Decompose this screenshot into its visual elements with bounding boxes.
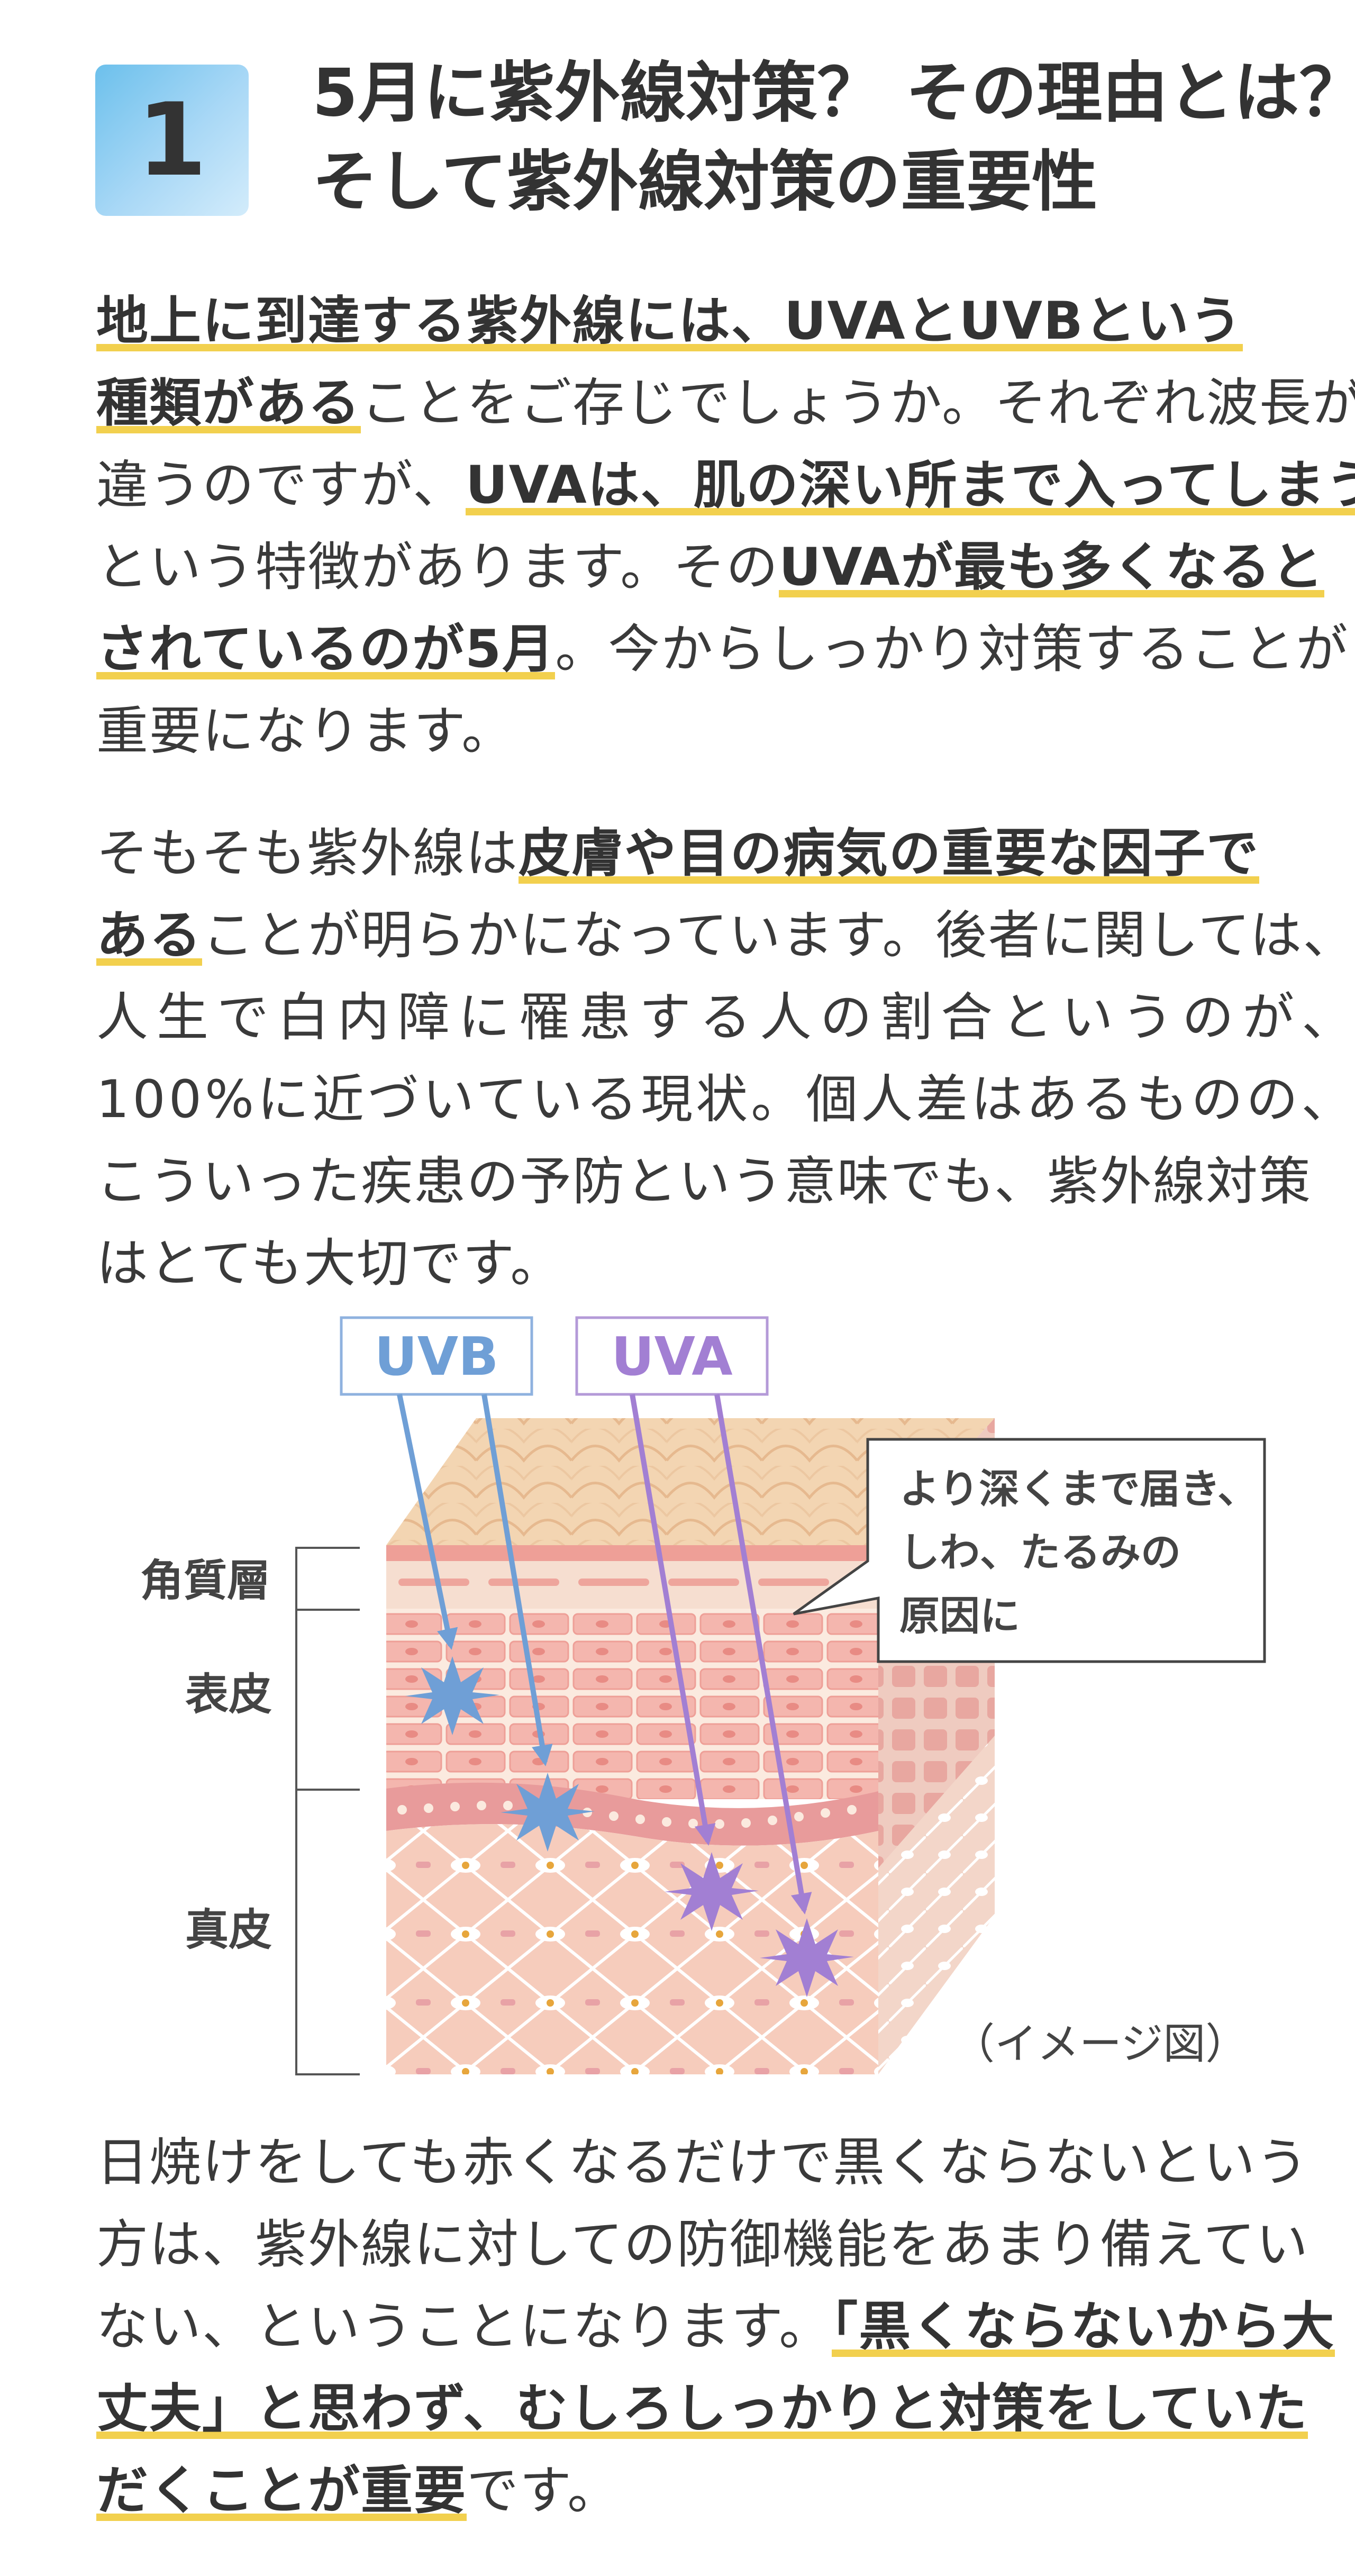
uva-arrow — [714, 1394, 812, 1915]
section-number: 1 — [137, 81, 207, 198]
text-line: はとても大切です。 — [96, 1223, 1271, 1305]
body-text: 。今からしっかり対策することが — [555, 619, 1349, 679]
callout-line-2: しわ、たるみの — [899, 1529, 1181, 1576]
highlight-text: だくことが重要 — [96, 2461, 467, 2521]
uva-label-box — [575, 1316, 769, 1396]
text-line: 人生で白内障に罹患する人の割合というのが、 — [96, 977, 1353, 1059]
body-text: 人生で白内障に罹患する人の割合というのが、 — [96, 987, 1355, 1048]
highlight-text: ある — [96, 905, 203, 966]
layer-label-dermis: 真皮 — [185, 1905, 272, 1955]
body-text: そもそも紫外線は — [96, 823, 519, 884]
highlight-text: 皮膚や目の病気の重要な因子で — [519, 823, 1260, 884]
uvb-arrow — [481, 1394, 553, 1766]
text-line: ない、ということになります。「黒くならないから大 — [96, 2286, 1334, 2368]
highlight-text: されているのが5月 — [96, 619, 556, 679]
figure-caption: （イメージ図） — [952, 2019, 1248, 2069]
text-line: あることが明らかになっています。後者に関しては、 — [96, 895, 1354, 977]
layer-bracket — [295, 1547, 360, 2075]
uvb-arrow — [397, 1393, 458, 1650]
text-line: 違うのですが、UVAは、肌の深い所まで入ってしまう — [96, 445, 1355, 527]
skin-diagram: 角質層 表皮 真皮 UVB UVA より深くまで届き、 しわ、たるみの 原因に … — [140, 1316, 1266, 2075]
callout-bubble — [793, 1438, 1266, 1663]
basal-layer — [386, 1782, 878, 1846]
layer-label-stratum-corneum: 角質層 — [140, 1556, 270, 1606]
uvb-label-box — [340, 1316, 533, 1396]
body-text: という特徴があります。その — [96, 537, 779, 597]
heading-line-2: そして紫外線対策の重要性 — [312, 144, 1098, 220]
paragraph-uv-types: 地上に到達する紫外線には、UVAとUVBという 種類があることをご存じでしょうか… — [96, 280, 1355, 773]
text-line: 日焼けをしても赤くなるだけで黒くならないという — [96, 2122, 1308, 2204]
highlight-text: 地上に到達する紫外線には、UVAとUVBという — [96, 291, 1243, 351]
paragraph-sunburn: 日焼けをしても赤くなるだけで黒くならないという 方は、紫外線に対しての防御機能を… — [96, 2122, 1334, 2532]
stratum-corneum-line — [386, 1545, 878, 1561]
skin-surface — [386, 1418, 995, 1545]
uva-label: UVA — [611, 1326, 732, 1387]
callout-line-1: より深くまで届き、 — [899, 1465, 1258, 1512]
text-line: 重要になります。 — [96, 691, 1271, 773]
body-text: はとても大切です。 — [96, 1233, 563, 1294]
highlight-text: UVAが最も多くなると — [779, 537, 1324, 597]
text-line: 地上に到達する紫外線には、UVAとUVBという — [96, 280, 1271, 362]
uvb-label: UVB — [375, 1326, 499, 1387]
text-line: 方は、紫外線に対しての防御機能をあまり備えてい — [96, 2204, 1308, 2286]
text-line: そもそも紫外線は皮膚や目の病気の重要な因子で — [96, 813, 1271, 895]
highlight-text: UVAは、肌の深い所まで入ってしまう — [466, 455, 1355, 515]
text-line: 種類があることをご存じでしょうか。それぞれ波長が — [96, 362, 1355, 445]
paragraph-uv-risk: そもそも紫外線は皮膚や目の病気の重要な因子で あることが明らかになっています。後… — [96, 813, 1354, 1305]
section-number-badge: 1 — [95, 65, 249, 216]
layer-label-epidermis: 表皮 — [185, 1670, 272, 1720]
highlight-text: 「黒くならないから大 — [832, 2297, 1335, 2357]
uva-burst — [760, 1918, 854, 1997]
body-text: 方は、紫外線に対しての防御機能をあまり備えてい — [96, 2215, 1309, 2275]
text-line: 丈夫」と思わず、むしろしっかりと対策をしていた — [96, 2368, 1307, 2450]
body-text: 日焼けをしても赤くなるだけで黒くならないという — [96, 2133, 1309, 2193]
uva-burst — [665, 1852, 759, 1931]
body-text: です。 — [467, 2461, 621, 2521]
heading-line-1: 5月に紫外線対策？ その理由とは？ — [312, 55, 1355, 131]
body-text: 100%に近づいている現状。個人差はあるものの、 — [96, 1069, 1355, 1130]
section-heading: 5月に紫外線対策？ その理由とは？ そして紫外線対策の重要性 — [312, 49, 1355, 226]
body-text: ことをご存じでしょうか。それぞれ波長が — [361, 373, 1355, 433]
highlight-text: 種類がある — [96, 373, 361, 433]
uva-arrow — [630, 1394, 716, 1846]
text-line: という特徴があります。そのUVAが最も多くなると — [96, 527, 1323, 609]
body-text: ない、ということになります。 — [96, 2297, 832, 2357]
text-line: だくことが重要です。 — [96, 2450, 1271, 2532]
body-text: 重要になります。 — [96, 701, 515, 761]
uvb-burst — [501, 1773, 595, 1852]
text-line: 100%に近づいている現状。個人差はあるものの、 — [96, 1059, 1353, 1141]
uvb-burst — [405, 1656, 499, 1735]
text-line: されているのが5月。今からしっかり対策することが — [96, 609, 1348, 691]
text-line: こういった疾患の予防という意味でも、紫外線対策 — [96, 1141, 1311, 1223]
body-text: こういった疾患の予防という意味でも、紫外線対策 — [96, 1151, 1312, 1212]
highlight-text: 丈夫」と思わず、むしろしっかりと対策をしていた — [96, 2379, 1308, 2439]
dermis — [386, 1824, 878, 2074]
body-text: ことが明らかになっています。後者に関しては、 — [202, 905, 1355, 966]
callout-line-3: 原因に — [899, 1592, 1020, 1639]
body-text: 違うのですが、 — [96, 455, 466, 515]
